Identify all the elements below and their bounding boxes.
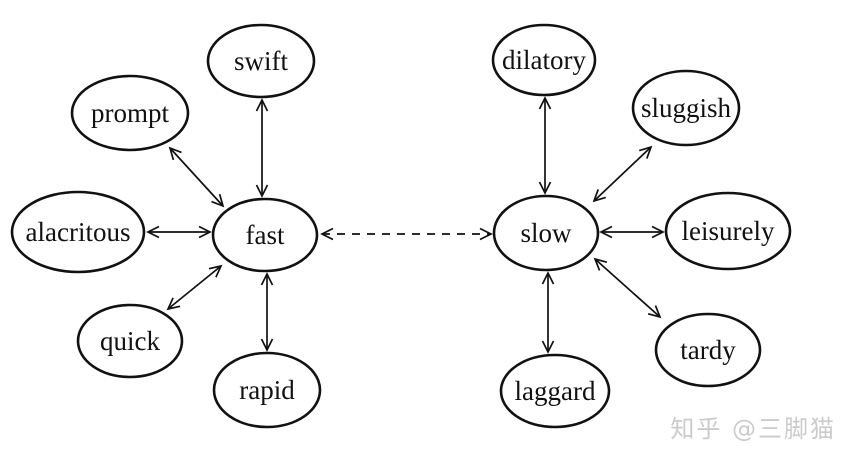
node-rapid-ellipse [212,351,322,429]
node-prompt-label: prompt [91,98,169,128]
node-rapid: rapid [212,351,322,429]
node-quick: quick [76,303,184,379]
node-sluggish-ellipse [631,69,741,147]
node-swift-ellipse [206,23,316,99]
node-leisurely-ellipse [664,191,792,271]
node-fast: fast [211,197,319,273]
node-slow-ellipse [492,194,600,272]
edge-fast-prompt [168,146,225,208]
node-leisurely-label: leisurely [682,216,775,246]
node-slow: slow [492,194,600,272]
node-rapid-label: rapid [239,375,295,405]
node-dilatory-label: dilatory [502,45,586,75]
edge-fast-quick [166,264,223,311]
node-tardy-label: tardy [680,335,736,365]
edge-slow-tardy [593,257,662,319]
node-prompt: prompt [70,74,190,152]
node-dilatory-ellipse [491,23,597,97]
node-swift-label: swift [234,46,288,76]
node-sluggish-label: sluggish [641,93,732,123]
node-quick-ellipse [76,303,184,379]
node-tardy: tardy [654,312,762,388]
node-tardy-ellipse [654,312,762,388]
edge-slow-sluggish [592,145,653,203]
node-alacritous-label: alacritous [26,217,131,247]
node-sluggish: sluggish [631,69,741,147]
node-swift: swift [206,23,316,99]
node-fast-label: fast [246,220,285,250]
node-alacritous-ellipse [10,190,146,274]
node-laggard-ellipse [499,353,611,429]
node-leisurely: leisurely [664,191,792,271]
node-alacritous: alacritous [10,190,146,274]
node-prompt-ellipse [70,74,190,152]
node-dilatory: dilatory [491,23,597,97]
node-fast-ellipse [211,197,319,273]
watermark: 知乎 @三脚猫 [670,415,836,443]
node-laggard-label: laggard [515,376,596,406]
node-quick-label: quick [100,326,160,356]
node-laggard: laggard [499,353,611,429]
node-slow-label: slow [520,218,572,248]
